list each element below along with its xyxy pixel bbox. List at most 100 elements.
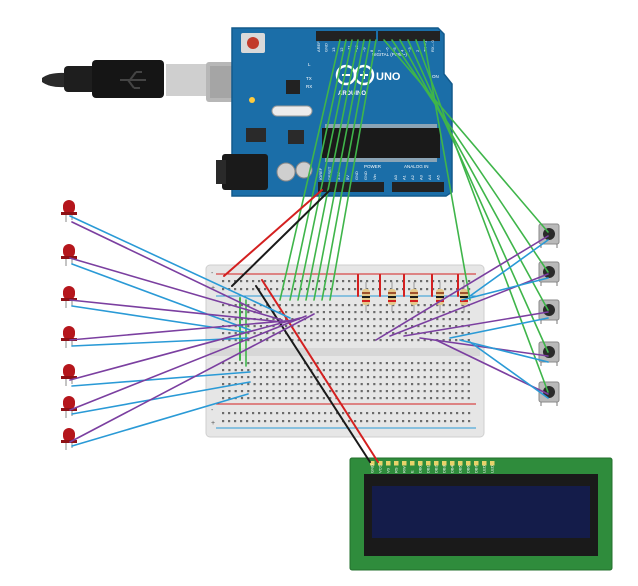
analog-header — [392, 182, 444, 192]
pin-label: ~6 — [384, 47, 389, 52]
lcd-pin-label: DB0 — [418, 464, 423, 473]
power-header — [318, 182, 384, 192]
usb-cable — [42, 60, 264, 102]
lcd-pin — [386, 461, 391, 466]
lcd-pin-label: RW — [402, 466, 407, 473]
lcd-pin-label: E — [410, 470, 415, 473]
pin-label: GND — [324, 43, 329, 52]
lcd-pin-label: GND — [370, 464, 375, 473]
pin-label: 8 — [369, 49, 374, 52]
pin-label: A5 — [436, 174, 441, 180]
led-wires — [69, 215, 315, 447]
lcd-pin — [410, 461, 415, 466]
lcd-vcc-wire — [261, 279, 379, 463]
push-button[interactable] — [538, 261, 560, 286]
lcd-pin-label: DB3 — [442, 464, 447, 473]
arduino-model-text: UNO — [376, 71, 401, 83]
red-led — [61, 326, 77, 348]
pin-label: IOREF — [318, 167, 323, 180]
pin-label: ~3 — [407, 47, 412, 52]
pin-label: 2 — [415, 49, 420, 52]
pin-label: ~5 — [392, 47, 397, 52]
led-column — [61, 200, 77, 450]
wires — [69, 39, 549, 463]
red-led — [61, 286, 77, 308]
rail-plus-label-top: + — [211, 285, 215, 292]
digital-header-label: DIGITAL (PWM~) — [372, 52, 407, 57]
pin-label: GND — [363, 171, 368, 180]
black-ground-wire — [231, 189, 331, 287]
resistor — [388, 282, 396, 312]
lcd-pin-label: RS — [394, 467, 399, 473]
lcd-pin — [474, 461, 479, 466]
green-wires-to-breadboard — [245, 39, 377, 367]
push-button[interactable] — [538, 299, 560, 324]
lcd-pin-label: DB6 — [466, 464, 471, 473]
pin-label: 13 — [331, 47, 336, 52]
lcd-pin-label: DB7 — [474, 464, 479, 473]
lcd-pin — [402, 461, 407, 466]
pin-label: AREF — [316, 41, 321, 52]
pin-label: A3 — [419, 174, 424, 180]
digital-header-left — [316, 31, 376, 41]
red-led — [61, 244, 77, 266]
pin-label: 4 — [400, 49, 405, 52]
pin-label: 7 — [377, 49, 382, 52]
rail-minus-label-bottom: - — [211, 407, 214, 414]
lcd-pin — [458, 461, 463, 466]
red-led — [61, 200, 77, 222]
analog-header-label: ANALOG IN — [404, 164, 429, 169]
resistor — [362, 282, 370, 312]
lcd-pin — [434, 461, 439, 466]
green-wires-to-buttons — [383, 39, 549, 393]
digital-header-right — [378, 31, 440, 41]
pin-label: 12 — [339, 47, 344, 52]
rx-led-label: RX — [306, 84, 312, 89]
lcd-pin — [466, 461, 471, 466]
tx-led-label: TX — [306, 76, 312, 81]
lcd-pin — [370, 461, 375, 466]
red-led — [61, 396, 77, 418]
push-button[interactable] — [538, 341, 560, 366]
resistor — [410, 282, 418, 312]
usb-chip — [286, 80, 300, 94]
lcd-pin — [418, 461, 423, 466]
lcd-pin-label: LED — [490, 465, 495, 473]
pin-label: RESET — [327, 166, 332, 180]
lcd-screen — [372, 486, 590, 538]
dc-jack — [222, 154, 268, 190]
on-led-label: ON — [432, 74, 439, 79]
pin-label: A1 — [402, 174, 407, 180]
rail-plus-label-bottom: + — [211, 420, 215, 427]
pin-label: A2 — [410, 174, 415, 180]
lcd-pin — [442, 461, 447, 466]
lcd-pin-label: DB2 — [434, 464, 439, 473]
lcd-pin — [490, 461, 495, 466]
lcd-pin-label: V0 — [386, 467, 391, 473]
arduino-uno-board[interactable]: ARDUINO UNO DIGITAL (PWM~) POWER ANALOG … — [216, 27, 453, 197]
lcd-pin-label: VCC — [378, 464, 383, 473]
lcd-pin-label: DB5 — [458, 464, 463, 473]
lcd-pin-label: DB1 — [426, 464, 431, 473]
rail-minus-label-top: - — [211, 270, 214, 277]
lcd-pin — [378, 461, 383, 466]
crystal — [271, 105, 313, 117]
power-header-label: POWER — [364, 164, 382, 169]
lcd-gnd-wire — [255, 285, 371, 463]
pin-label: RX←0 — [430, 39, 435, 52]
l-led-label: L — [308, 62, 311, 67]
pin-label: 5V — [345, 175, 350, 180]
pin-label: ~11 — [346, 45, 351, 52]
lcd-pin — [482, 461, 487, 466]
arduino-brand-text: ARDUINO — [338, 91, 366, 97]
push-button[interactable] — [538, 381, 560, 406]
lcd-pin — [394, 461, 399, 466]
lcd-pin-label: LED — [482, 465, 487, 473]
usb-icon — [120, 71, 146, 89]
button-wires — [375, 235, 549, 399]
red-power-wire — [223, 189, 323, 277]
